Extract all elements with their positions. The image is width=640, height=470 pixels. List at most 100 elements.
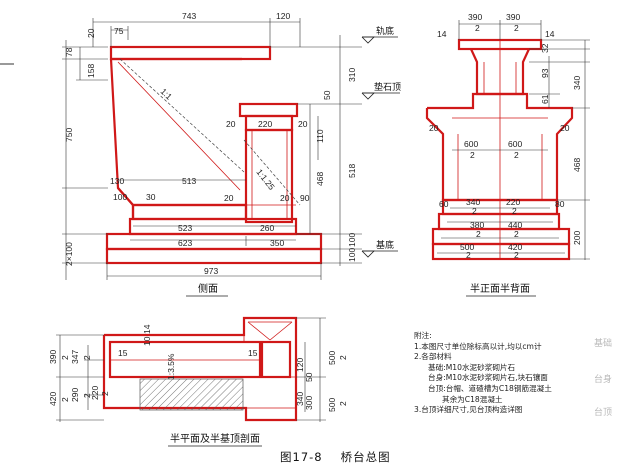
front-dim-600-b: 600 [508, 139, 522, 149]
front-dim-2-low-b: 2 [512, 206, 517, 216]
plan-dim-340: 340 [295, 392, 305, 406]
dim-90: 90 [300, 193, 310, 203]
dim-220-cap: 220 [258, 119, 272, 129]
side-view-inner-lines [117, 61, 296, 220]
figure-number: 图17-8 [280, 450, 323, 464]
notes-line-6: 其余为C18混凝土 [442, 394, 503, 404]
notes-line-1: 1.本图尺寸单位除标高以计,均以cm计 [414, 341, 542, 351]
label-bearing-top: 垫石顶 [374, 81, 401, 93]
plan-hatched-section [139, 378, 244, 411]
dim-110-cap: 110 [315, 129, 325, 143]
dim-20-left: 20 [86, 28, 96, 38]
front-dim-93: 93 [540, 68, 550, 78]
front-dim-61: 61 [540, 94, 550, 104]
front-dim-20-a: 20 [429, 123, 439, 133]
front-dim-2-b: 2 [514, 23, 519, 33]
front-dim-340-low: 340 [466, 197, 480, 207]
side-view-outline [105, 45, 323, 265]
dim-468-side: 468 [315, 172, 325, 186]
plan-dim-120: 120 [295, 358, 305, 372]
side-view-slope-lines [119, 58, 301, 206]
dim-100-mid: 100 [113, 192, 127, 202]
notes-block: 附注: 1.本图尺寸单位除标高以计,均以cm计 2.各部材料 基础:M10水泥砂… [414, 331, 596, 416]
plan-view-dimension-lines [56, 317, 326, 422]
front-dim-20-b: 20 [560, 123, 570, 133]
plan-dim-50: 50 [304, 372, 314, 382]
dim-slope-1-1: 1:1 [159, 86, 175, 102]
side-view: 轨底 垫石顶 基底 743 120 75 78 20 158 750 2×100… [62, 11, 401, 297]
dim-78: 78 [64, 47, 74, 57]
plan-dim-220: 220 [90, 386, 100, 400]
dim-623: 623 [178, 238, 192, 248]
front-dim-2-low-c: 2 [476, 229, 481, 239]
dim-2x100: 2×100 [64, 242, 74, 266]
front-dim-500: 500 [460, 242, 474, 252]
plan-dim-14: 14 [142, 324, 152, 334]
dim-743: 743 [182, 11, 196, 21]
front-view-title: 半正面半背面 [470, 282, 530, 295]
dim-30-mid: 30 [146, 192, 156, 202]
faint-label-b: 台身 [594, 375, 613, 385]
front-dim-2-mid-a: 2 [470, 150, 475, 160]
front-dim-2-low-d: 2 [514, 229, 519, 239]
notes-line-4: 台身:M10水泥砂浆砌片石,块石镶面 [428, 373, 548, 383]
dim-20-mid-a: 20 [224, 193, 234, 203]
front-dim-440: 440 [508, 220, 522, 230]
dim-slope-1-1-25: 1:1.25 [254, 167, 277, 192]
front-dim-14-b: 14 [545, 29, 555, 39]
dim-20-mid-b: 20 [280, 193, 290, 203]
plan-dim-500-a: 500 [327, 351, 337, 365]
dim-130: 130 [110, 176, 124, 186]
plan-dim-2-c: 2 [82, 355, 92, 360]
front-dim-340: 340 [572, 76, 582, 90]
plan-dim-347: 347 [70, 350, 80, 364]
front-view-dimension-lines [437, 20, 590, 260]
front-dim-468: 468 [572, 158, 582, 172]
front-dim-2-a: 2 [475, 23, 480, 33]
front-dim-220-low: 220 [506, 197, 520, 207]
dim-20-cap-b: 20 [298, 119, 308, 129]
front-dim-390-b: 390 [506, 12, 520, 22]
plan-dim-390: 390 [48, 350, 58, 364]
dim-350: 350 [270, 238, 284, 248]
plan-dim-2-d: 2 [82, 393, 92, 398]
plan-dim-10: 10 [142, 336, 152, 346]
front-dim-2-mid-b: 2 [514, 150, 519, 160]
front-view: 390 2 390 2 14 14 32 93 61 340 468 200 6… [425, 12, 590, 297]
plan-view-title: 半平面及半基顶剖面 [170, 432, 260, 445]
front-dim-2-low-f: 2 [514, 250, 519, 260]
plan-dim-300: 300 [304, 396, 314, 410]
notes-line-7: 3.台顶详细尺寸,见台顶构造详图 [414, 405, 523, 415]
notes-line-5: 台顶:台帽、道碴槽为C18钢筋混凝土 [428, 383, 552, 393]
front-dim-14-a: 14 [437, 29, 447, 39]
notes-line-2: 2.各部材料 [414, 352, 452, 362]
plan-dim-2-a: 2 [60, 355, 70, 360]
dim-750: 750 [64, 128, 74, 142]
plan-dim-2-r-a: 2 [338, 355, 348, 360]
plan-dim-500-b: 500 [327, 398, 337, 412]
plan-dim-15-b: 15 [248, 348, 258, 358]
dim-973: 973 [204, 266, 218, 276]
front-dim-80: 80 [555, 199, 565, 209]
faint-label-c: 台顶 [594, 408, 613, 418]
dim-513: 513 [182, 176, 196, 186]
front-dim-380: 380 [470, 220, 484, 230]
figure-title: 桥台总图 [340, 450, 391, 464]
front-dim-32: 32 [540, 43, 550, 53]
dim-310: 310 [347, 68, 357, 82]
notes-title: 附注: [414, 331, 432, 340]
front-view-outline [425, 38, 574, 261]
front-dim-390-a: 390 [468, 12, 482, 22]
dim-100-right-a: 100 [347, 233, 357, 247]
side-view-elevation-markers [361, 36, 400, 258]
front-dim-60: 60 [439, 199, 449, 209]
plan-dim-2-b: 2 [60, 397, 70, 402]
plan-dim-slope: 1:3.5% [166, 353, 176, 380]
front-view-inner-lines [452, 40, 548, 259]
plan-view: 390 2 420 2 347 2 290 2 220 2 15 15 10 1… [48, 316, 348, 447]
plan-dim-290: 290 [70, 388, 80, 402]
notes-line-3: 基础:M10水泥砂浆砌片石 [428, 362, 516, 372]
plan-dim-2-e: 2 [100, 391, 110, 396]
dim-100-right-b: 100 [347, 248, 357, 262]
